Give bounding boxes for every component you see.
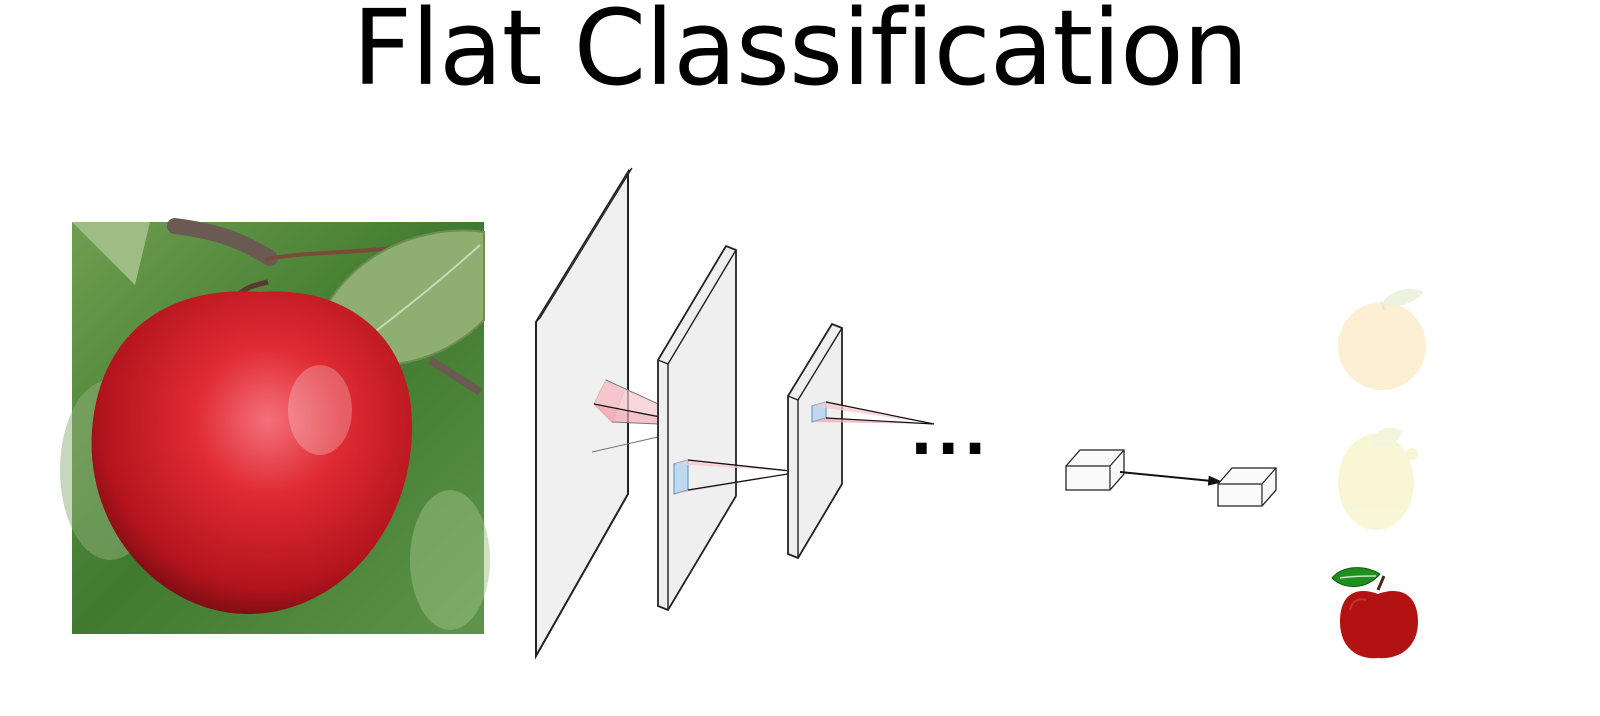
receptive-field-2	[673, 459, 801, 495]
apple-icon	[1331, 567, 1418, 659]
fc-arrow	[1119, 471, 1224, 486]
fc-block-2	[1217, 467, 1277, 507]
input-apple-photo	[60, 218, 490, 634]
orange-icon	[1338, 288, 1426, 390]
conv-layer-3	[787, 322, 843, 560]
fc-block-1	[1065, 449, 1125, 491]
conv-layer-1	[535, 167, 633, 660]
lemon-icon	[1338, 427, 1418, 530]
receptive-field-3	[811, 401, 935, 425]
conv-layer-2	[657, 244, 737, 612]
layers-ellipsis: ...	[910, 399, 991, 469]
slide-title: Flat Classification	[352, 0, 1248, 109]
